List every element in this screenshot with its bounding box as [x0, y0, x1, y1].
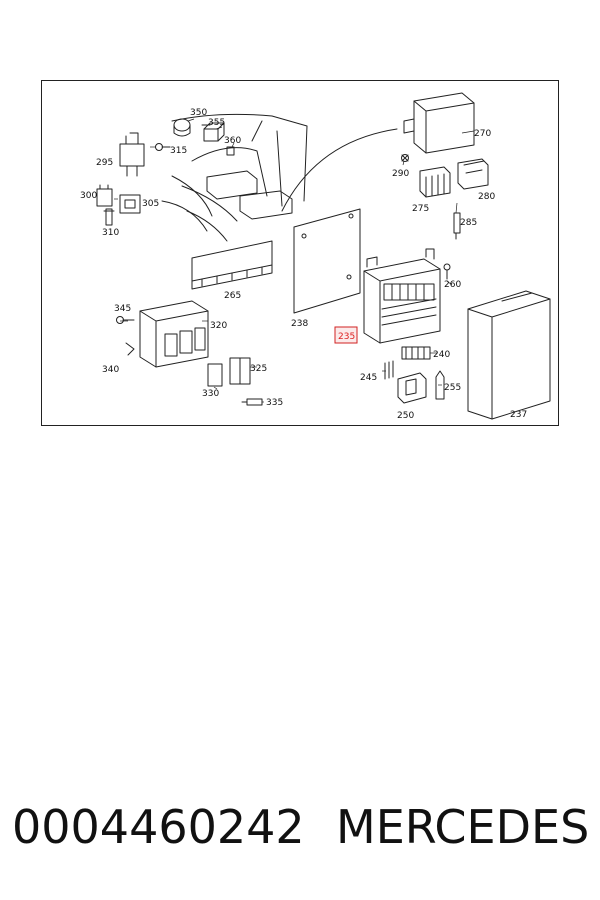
- callout-235: 235: [338, 332, 355, 342]
- part-355: [203, 122, 225, 142]
- callout-270: 270: [474, 129, 491, 139]
- steering-column: [181, 185, 238, 242]
- control-module-235: [363, 248, 441, 344]
- relay-295: [119, 132, 145, 177]
- callout-240: 240: [433, 350, 450, 360]
- relay-325: [229, 357, 251, 385]
- callout-255: 255: [444, 383, 461, 393]
- bulb-315: [155, 143, 171, 151]
- callout-310: 310: [102, 228, 119, 238]
- gasket-238: [293, 208, 361, 314]
- module-270: [403, 92, 475, 154]
- callout-360: 360: [224, 136, 241, 146]
- callout-285: 285: [460, 218, 477, 228]
- switch-350: [173, 118, 211, 137]
- callout-250: 250: [397, 411, 414, 421]
- callout-275: 275: [412, 204, 429, 214]
- cover-237: [467, 290, 551, 420]
- screw-260: [443, 263, 451, 280]
- dash-module-upper: [206, 170, 293, 220]
- callout-280: 280: [478, 192, 495, 202]
- clip-340: [125, 342, 135, 356]
- part-245: [384, 360, 394, 380]
- part-240: [401, 346, 431, 360]
- callout-330: 330: [202, 389, 219, 399]
- callout-238: 238: [291, 319, 308, 329]
- callout-260: 260: [444, 280, 461, 290]
- product-caption: 0004460242 MERCEDES: [0, 792, 600, 872]
- part-310: [103, 208, 115, 226]
- callout-300: 300: [80, 191, 97, 201]
- callout-295: 295: [96, 158, 113, 168]
- callout-237: 237: [510, 410, 527, 420]
- relay-box-320: [139, 300, 209, 368]
- clip-360: [226, 146, 235, 156]
- parts-diagram: 350 355 360 315 295 300 305 310 265 238 …: [41, 80, 559, 426]
- relay-300: [96, 184, 113, 207]
- callout-320: 320: [210, 321, 227, 331]
- callout-340: 340: [102, 365, 119, 375]
- clip-255: [435, 370, 445, 400]
- callout-355: 355: [208, 118, 225, 128]
- callout-305: 305: [142, 199, 159, 209]
- terminal-285: [453, 212, 461, 240]
- callout-245: 245: [360, 373, 377, 383]
- exploded-view-drawing: 350 355 360 315 295 300 305 310 265 238 …: [80, 92, 551, 421]
- callout-325: 325: [250, 364, 267, 374]
- circuit-board-265: [191, 240, 273, 290]
- bracket-250: [397, 372, 427, 404]
- callout-265: 265: [224, 291, 241, 301]
- screw-290: [401, 154, 409, 162]
- terminal-335: [241, 398, 263, 406]
- connection-cable: [281, 128, 398, 212]
- brand-name: MERCEDES: [336, 800, 590, 854]
- relay-330: [207, 363, 223, 387]
- callout-350: 350: [190, 108, 207, 118]
- connector-280: [457, 158, 489, 190]
- callout-235-highlight[interactable]: 235: [334, 326, 358, 344]
- callout-335: 335: [266, 398, 283, 408]
- callout-315: 315: [170, 146, 187, 156]
- callout-345: 345: [114, 304, 131, 314]
- screw-345: [116, 316, 135, 324]
- relay-305: [119, 194, 141, 214]
- connector-275: [419, 166, 451, 198]
- callout-290: 290: [392, 169, 409, 179]
- part-number: 0004460242: [12, 800, 305, 854]
